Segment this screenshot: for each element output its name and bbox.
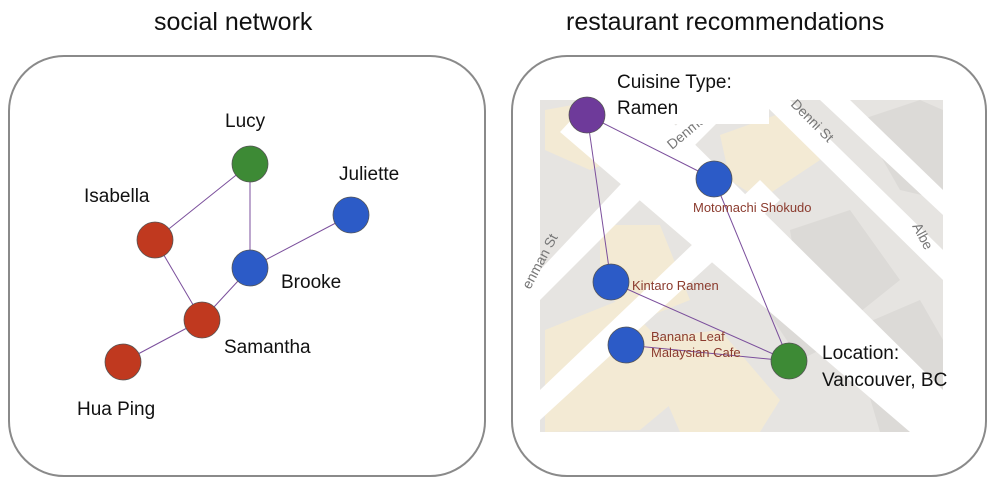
- restaurant-recommendations-title: restaurant recommendations: [566, 8, 885, 36]
- node-motomachi: [695, 160, 733, 198]
- place-label-motomachi: Motomachi Shokudo: [693, 200, 812, 215]
- label-hua-ping: Hua Ping: [77, 399, 155, 420]
- restaurant-edges: [586, 114, 790, 362]
- node-banana-leaf: [607, 326, 645, 364]
- place-label-banana-line1: Banana Leaf: [651, 329, 725, 344]
- label-location-city: Vancouver, BC: [822, 370, 947, 391]
- label-brooke: Brooke: [281, 272, 341, 293]
- social-network-title: social network: [154, 8, 313, 36]
- cuisine-label-background: [607, 64, 769, 124]
- edge-banana-location: [625, 344, 790, 362]
- node-isabella: [136, 221, 174, 259]
- edge-juliette-brooke: [249, 214, 352, 269]
- node-lucy: [231, 145, 269, 183]
- place-label-kintaro: Kintaro Ramen: [632, 278, 719, 293]
- edge-motomachi-location: [713, 178, 790, 362]
- node-samantha: [183, 301, 221, 339]
- node-location: [770, 342, 808, 380]
- edge-cuisine-kintaro: [586, 114, 612, 283]
- label-isabella: Isabella: [84, 186, 150, 207]
- label-cuisine-type: Cuisine Type:: [617, 72, 732, 93]
- label-location: Location:: [822, 343, 899, 364]
- label-juliette: Juliette: [339, 164, 399, 185]
- node-cuisine-ramen: [568, 96, 606, 134]
- node-kintaro: [592, 263, 630, 301]
- edge-cuisine-motomachi: [586, 114, 715, 180]
- label-samantha: Samantha: [224, 337, 311, 358]
- edge-lucy-isabella: [154, 163, 251, 241]
- label-cuisine-ramen: Ramen: [617, 98, 678, 119]
- node-hua-ping: [104, 343, 142, 381]
- label-lucy: Lucy: [225, 111, 266, 132]
- place-label-banana-line2: Malaysian Cafe: [651, 345, 741, 360]
- node-juliette: [332, 196, 370, 234]
- node-brooke: [231, 249, 269, 287]
- edge-kintaro-location: [610, 281, 790, 362]
